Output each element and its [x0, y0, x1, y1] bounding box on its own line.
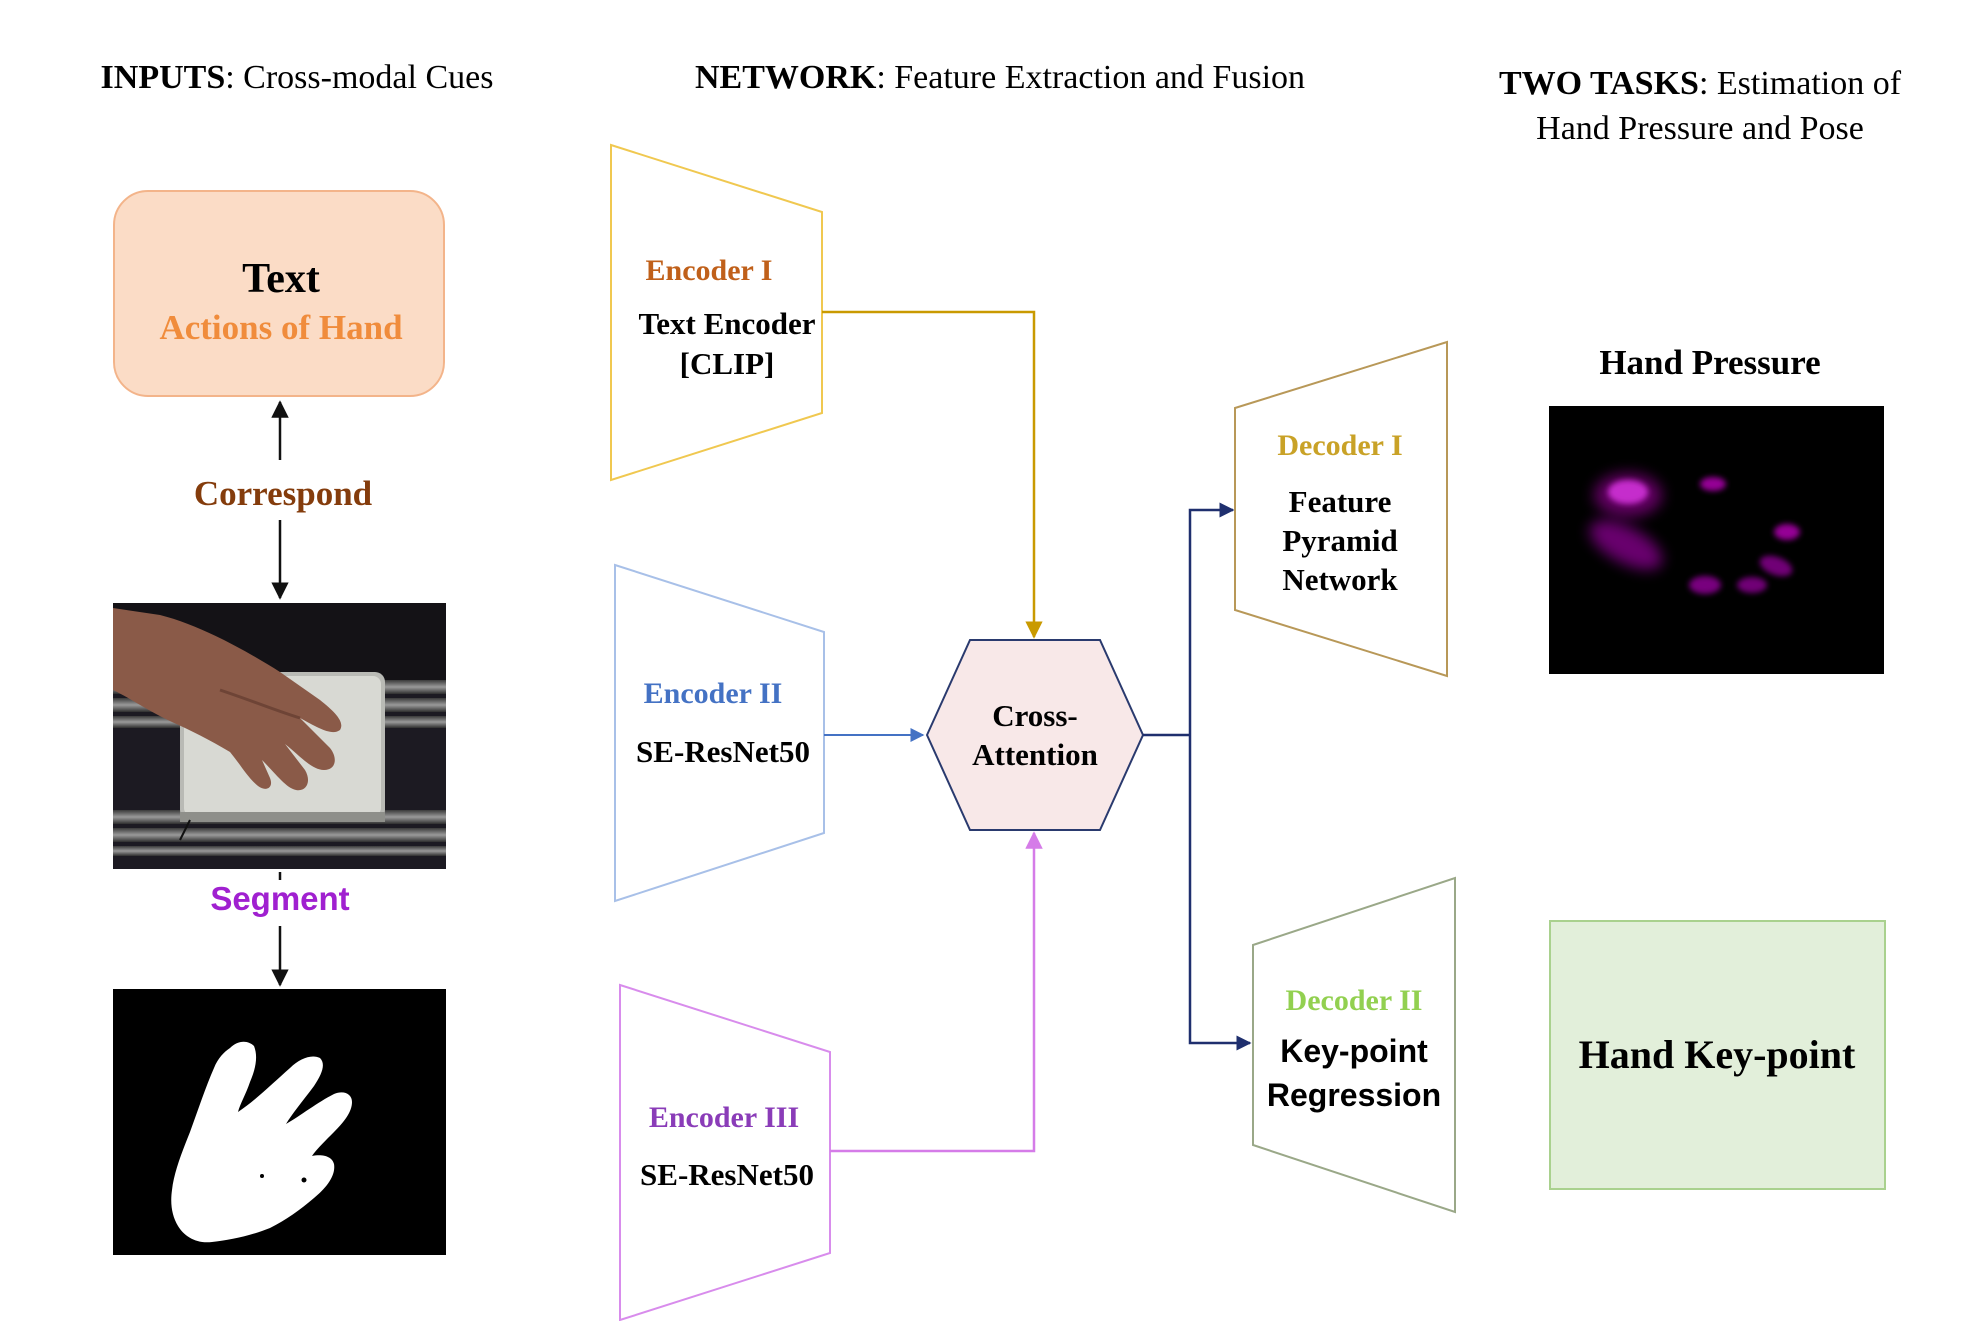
decoder-1-arrow [1188, 502, 1235, 735]
encoder-1-arrow [822, 310, 1043, 639]
segment-label: Segment [210, 880, 349, 917]
tasks-header-line2: Hand Pressure and Pose [1536, 110, 1864, 147]
text-input-subtitle: Actions of Hand [159, 308, 403, 347]
hand-pressure-map [1549, 406, 1884, 674]
encoder-1-name-line1: Text Encoder [638, 306, 815, 341]
encoder-1-shape [610, 143, 823, 482]
encoder-3-label: Encoder III [649, 1101, 799, 1134]
tasks-header-bold: TWO TASKS [1499, 65, 1699, 102]
inputs-header-rest: : Cross-modal Cues [225, 59, 493, 96]
hand-keypoint-title: Hand Key-point [1579, 1032, 1856, 1077]
decoder-1-name-line3: Network [1282, 562, 1398, 597]
decoder-2-shape [1252, 876, 1456, 1214]
encoder-1-name-line2: [CLIP] [680, 346, 775, 381]
decoder-2-label: Decoder II [1286, 984, 1423, 1017]
hand-keypoint-title-bold: Hand [1579, 1032, 1675, 1077]
tasks-header: TWO TASKS: Estimation of [1499, 65, 1902, 102]
decoder-1-shape [1234, 340, 1448, 678]
encoder-3-shape [619, 983, 831, 1321]
cross-attention-hexagon [925, 639, 1145, 831]
inputs-header: INPUTS: Cross-modal Cues [101, 59, 494, 96]
encoder-1-label: Encoder I [646, 254, 773, 287]
hand-pressure-title: Hand Pressure [1599, 343, 1820, 382]
hand-keypoint-box [1549, 920, 1886, 1190]
hand-photo [113, 603, 446, 869]
text-input-box [113, 190, 445, 397]
decoder-1-label: Decoder I [1277, 429, 1402, 462]
cross-attention-line1: Cross- [992, 698, 1078, 733]
hand-pressure-title-bold: Hand [1599, 343, 1683, 382]
decoder-2-name-line1: Key-point [1280, 1033, 1428, 1069]
decoder-1-name-line2: Pyramid [1282, 523, 1397, 558]
network-header-rest: : Feature Extraction and Fusion [876, 59, 1305, 96]
text-input-title: Text [242, 256, 320, 302]
encoder-2-name-line1: SE-ResNet50 [636, 734, 810, 769]
hand-keypoint-title-rest: Key-point [1674, 1032, 1856, 1077]
correspond-label: Correspond [194, 474, 373, 513]
decoder-2-arrow [1188, 735, 1252, 1051]
encoder-3-name-line1: SE-ResNet50 [640, 1157, 814, 1192]
tasks-header-rest: : Estimation of [1699, 65, 1902, 102]
network-header-bold: NETWORK [695, 59, 877, 96]
encoder-3-arrow [830, 831, 1043, 1153]
hand-pressure-title-rest: Pressure [1683, 343, 1821, 382]
encoder-2-label: Encoder II [644, 677, 783, 710]
encoder-2-shape [614, 563, 825, 903]
decoder-1-name-line1: Feature [1289, 484, 1392, 519]
inputs-header-bold: INPUTS [101, 59, 226, 96]
cross-attention-line2: Attention [972, 737, 1098, 772]
segmentation-mask [113, 989, 446, 1255]
network-header: NETWORK: Feature Extraction and Fusion [695, 59, 1305, 96]
decoder-2-name-line2: Regression [1267, 1077, 1441, 1113]
